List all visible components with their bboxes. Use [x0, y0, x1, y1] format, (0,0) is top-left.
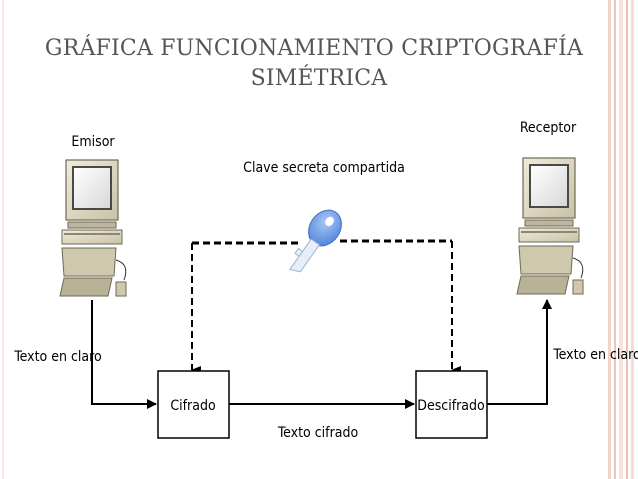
decorative-stripes-right	[608, 0, 638, 479]
shared-key-label: Clave secreta compartida	[243, 160, 405, 176]
sender-label: Emisor	[71, 134, 115, 150]
decrypt-to-receiver-arrow	[487, 299, 552, 405]
decrypt-box-label: Descifrado	[417, 398, 485, 414]
key-icon	[289, 209, 342, 273]
title-line-1: GRÁFICA FUNCIONAMIENTO CRIPTOGRAFÍA	[44, 36, 584, 61]
encrypt-box: Cifrado	[157, 370, 230, 439]
ciphertext-label: Texto cifrado	[277, 425, 359, 441]
title-line-2: SIMÉTRICA	[250, 66, 388, 91]
encrypt-box-label: Cifrado	[170, 398, 216, 414]
decorative-stripe-left	[0, 0, 10, 479]
receiver-label: Receptor	[520, 120, 577, 136]
decrypt-box: Descifrado	[415, 370, 488, 439]
slide-title: GRÁFICA FUNCIONAMIENTO CRIPTOGRAFÍA SIMÉ…	[0, 34, 638, 94]
sender-computer-icon	[59, 159, 127, 297]
shared-key-line	[192, 239, 452, 245]
plaintext-to-encrypt-arrow	[91, 300, 157, 409]
plaintext-in-label: Texto en claro	[13, 349, 102, 365]
receiver-computer-icon	[516, 157, 584, 295]
plaintext-out-label: Texto en claro	[552, 347, 638, 363]
